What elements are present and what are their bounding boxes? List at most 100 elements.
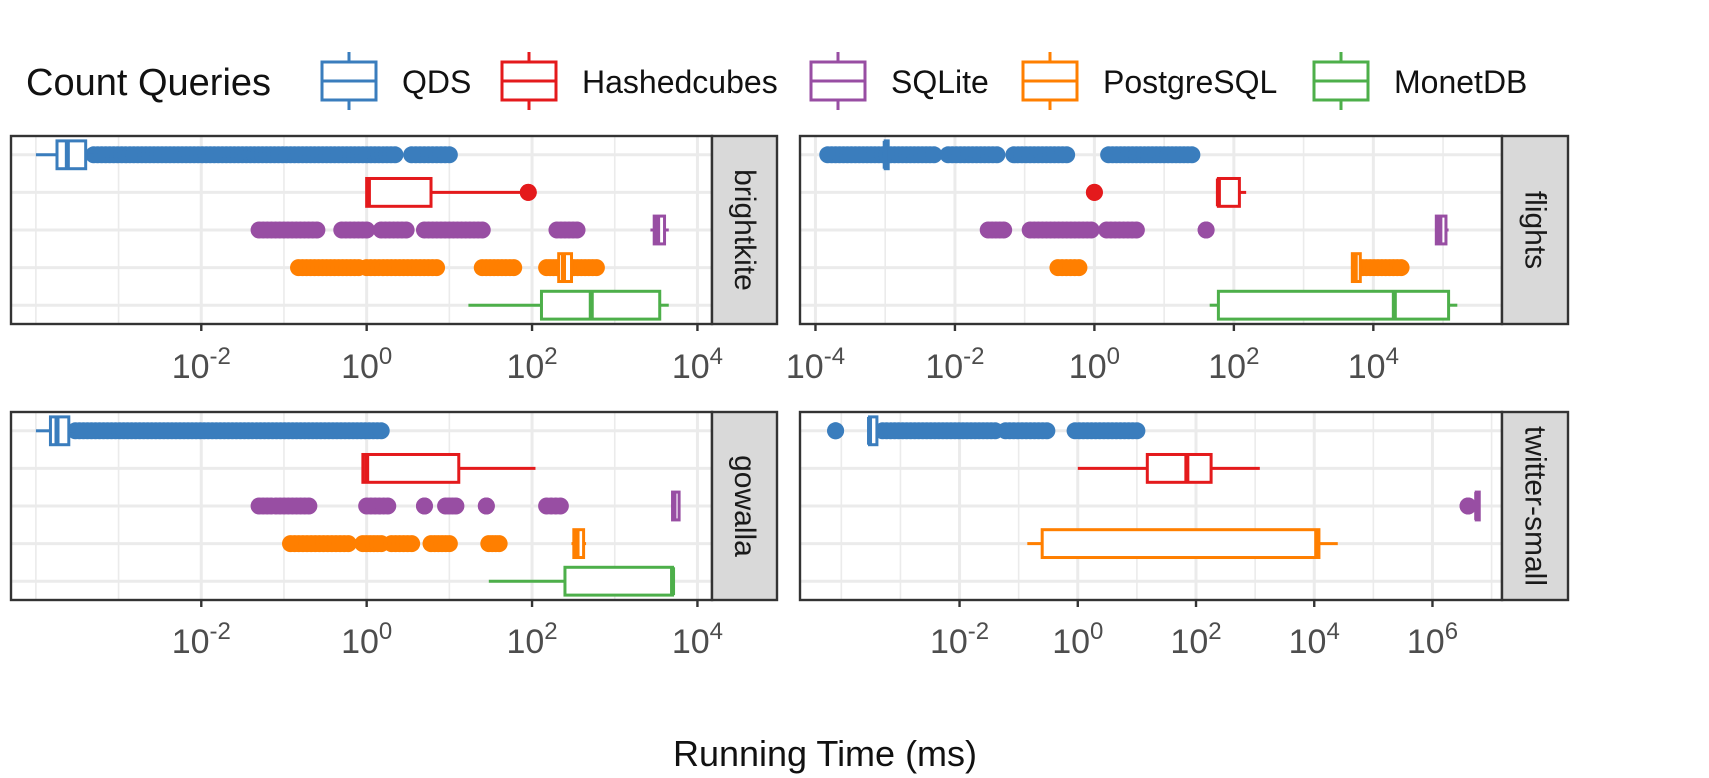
box-hashedcubes bbox=[1077, 452, 1260, 484]
outlier-point bbox=[339, 535, 357, 553]
box-postgresql bbox=[1049, 252, 1410, 284]
outlier-point bbox=[1459, 497, 1477, 515]
box-rect bbox=[365, 176, 433, 208]
box-hashedcubes bbox=[1085, 176, 1247, 208]
outlier-point bbox=[490, 535, 508, 553]
x-tick-label: 104 bbox=[672, 618, 723, 661]
outlier-point bbox=[1038, 422, 1056, 440]
outlier-point bbox=[397, 221, 415, 239]
x-tick-label: 102 bbox=[506, 618, 557, 661]
box-qds bbox=[35, 415, 390, 447]
outlier-point bbox=[1392, 259, 1410, 277]
x-tick-label: 102 bbox=[1208, 343, 1259, 386]
facet-strip-background bbox=[710, 410, 779, 602]
outlier-point bbox=[1128, 422, 1146, 440]
outlier-point bbox=[551, 497, 569, 515]
outlier-point bbox=[505, 259, 523, 277]
x-tick-label: 104 bbox=[672, 343, 723, 386]
facet-strip: gowalla bbox=[710, 410, 779, 602]
outlier-point bbox=[386, 146, 404, 164]
outlier-point bbox=[568, 221, 586, 239]
box-monetdb bbox=[1209, 289, 1458, 321]
box-monetdb bbox=[468, 289, 669, 321]
outlier-point bbox=[473, 221, 491, 239]
box-postgresql bbox=[1027, 528, 1338, 560]
box-rect bbox=[55, 139, 88, 171]
outlier-point bbox=[477, 497, 495, 515]
x-tick-label: 10-2 bbox=[925, 343, 984, 386]
box-sqlite bbox=[250, 214, 669, 246]
outlier-point bbox=[587, 259, 605, 277]
x-axis-ticks: 10-2 100 102 104 bbox=[172, 324, 723, 386]
outlier-point bbox=[925, 146, 943, 164]
outlier-point bbox=[300, 497, 318, 515]
legend-item: MonetDB bbox=[1312, 52, 1527, 110]
facet-strip-background bbox=[710, 134, 779, 326]
outlier-point bbox=[1183, 146, 1201, 164]
outlier-point bbox=[1197, 221, 1215, 239]
x-tick-label: 10-2 bbox=[172, 343, 231, 386]
facet-strip-background bbox=[1500, 410, 1570, 602]
outlier-point bbox=[379, 497, 397, 515]
box-sqlite bbox=[979, 214, 1449, 246]
legend-label: MonetDB bbox=[1394, 64, 1527, 100]
outlier-point bbox=[447, 497, 465, 515]
legend-title: Count Queries bbox=[26, 62, 271, 104]
legend-item: PostgreSQL bbox=[1021, 52, 1277, 110]
x-tick-label: 100 bbox=[341, 343, 392, 386]
facet-strip: twitter-small bbox=[1500, 410, 1570, 602]
facet-strip: flights bbox=[1500, 134, 1570, 326]
outlier-point bbox=[440, 535, 458, 553]
x-tick-label: 10-4 bbox=[786, 343, 845, 386]
x-tick-label: 100 bbox=[341, 618, 392, 661]
facet-strip-label: gowalla bbox=[728, 455, 761, 557]
x-tick-label: 104 bbox=[1348, 343, 1399, 386]
box-hashedcubes bbox=[365, 176, 537, 208]
box-qds bbox=[819, 139, 1201, 171]
legend-label: QDS bbox=[402, 64, 471, 100]
x-tick-label: 102 bbox=[506, 343, 557, 386]
legend-label: PostgreSQL bbox=[1103, 64, 1277, 100]
box-sqlite bbox=[1459, 490, 1481, 522]
facet-strip-label: flights bbox=[1519, 191, 1552, 269]
outlier-point bbox=[1085, 183, 1103, 201]
outlier-point bbox=[1070, 259, 1088, 277]
box-postgresql bbox=[282, 528, 587, 560]
panel-brightkite: brightkite 10-2 100 102 104 bbox=[9, 134, 779, 386]
box-rect bbox=[1216, 289, 1451, 321]
outlier-point bbox=[1082, 221, 1100, 239]
x-tick-label: 104 bbox=[1289, 618, 1340, 661]
x-tick-label: 106 bbox=[1407, 618, 1458, 661]
legend-item: SQLite bbox=[809, 52, 989, 110]
legend: Count Queries QDS Hashedcubes SQLite Postgr… bbox=[26, 52, 1527, 110]
outlier-point bbox=[372, 422, 390, 440]
x-axis-ticks: 10-2 100 102 104 bbox=[172, 600, 723, 661]
outlier-point bbox=[995, 221, 1013, 239]
legend-item: Hashedcubes bbox=[500, 52, 778, 110]
outlier-point bbox=[428, 259, 446, 277]
outlier-point bbox=[1127, 221, 1145, 239]
x-tick-label: 100 bbox=[1052, 618, 1103, 661]
outlier-point bbox=[403, 535, 421, 553]
x-tick-label: 10-2 bbox=[930, 618, 989, 661]
outlier-point bbox=[308, 221, 326, 239]
outlier-point bbox=[440, 146, 458, 164]
outlier-point bbox=[415, 497, 433, 515]
box-rect bbox=[1216, 176, 1241, 208]
box-monetdb bbox=[488, 565, 676, 597]
box-rect bbox=[539, 289, 662, 321]
outlier-point bbox=[827, 422, 845, 440]
x-tick-label: 10-2 bbox=[172, 618, 231, 661]
box-hashedcubes bbox=[361, 452, 536, 484]
facet-strip: brightkite bbox=[710, 134, 779, 326]
box-rect bbox=[1145, 452, 1213, 484]
box-rect bbox=[563, 565, 675, 597]
legend-label: SQLite bbox=[891, 64, 989, 100]
facet-strip-label: brightkite bbox=[728, 169, 761, 291]
